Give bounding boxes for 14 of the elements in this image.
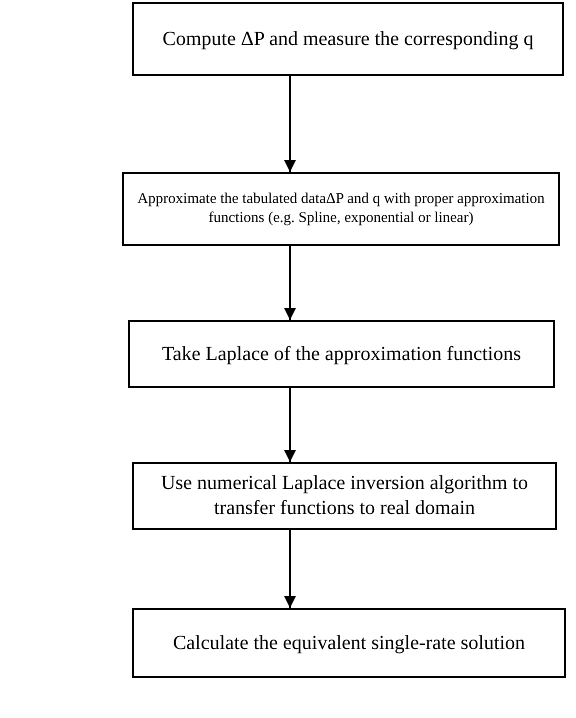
step-text: Take Laplace of the approximation functions [162, 342, 522, 366]
step-text: Use numerical Laplace inversion algorithm to transfer functions to real domain [160, 471, 530, 521]
step-text: Calculate the equivalent single-rate solution [172, 630, 526, 656]
arrow [284, 76, 296, 172]
arrow [284, 246, 296, 320]
process-box [128, 320, 555, 388]
process-box [132, 462, 557, 530]
process-box [132, 608, 566, 678]
step-text: Compute ΔP and measure the corresponding q [162, 26, 534, 52]
arrow [284, 388, 296, 462]
process-box [122, 172, 560, 246]
process-box [132, 2, 564, 76]
step-text: Approximate the tabulated dataΔP and q with proper approximation functions (e.g. Spline, exponential or linear) [136, 190, 546, 228]
arrow [284, 530, 296, 608]
